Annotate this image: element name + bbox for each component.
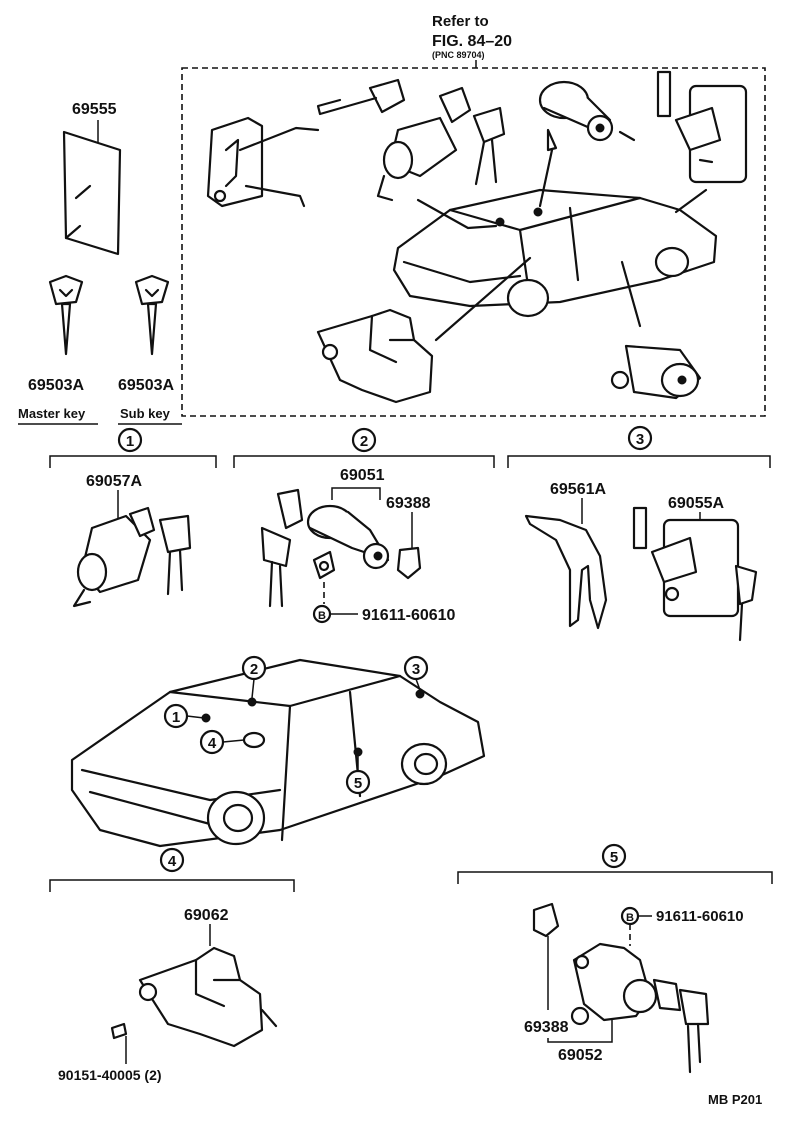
bolt-b-icon-group2: B [312,604,332,624]
bolt-b-icon-group5: B [620,906,640,926]
group-4-marker: 4 [159,847,185,873]
sub-key-label: Sub key [120,406,171,421]
group-4-bracket [49,879,295,892]
car-marker-2-leader [251,678,255,699]
glovebox-lock-group3-drawing [632,506,758,642]
group-5-part-69052: 69052 [558,1047,603,1064]
screw-icon-group4 [110,1022,128,1040]
car-marker-4-leader [222,739,245,743]
svg-text:4: 4 [208,735,217,752]
group-2-part-69051: 69051 [340,467,385,484]
refer-line2: FIG. 84–20 [432,33,512,50]
leader-trunk [434,256,532,342]
svg-text:5: 5 [610,849,618,866]
ignition-cylinder-group1-drawing [72,506,192,608]
footer-code: MB P201 [708,1092,762,1107]
leader-door-lower [620,260,642,328]
group-2-bracket-inner [331,487,381,500]
svg-text:1: 1 [126,433,134,450]
group-2-marker: 2 [351,427,377,453]
group-4-part-69062: 69062 [184,907,229,924]
car-drawing-upper [392,188,718,318]
door-cylinder-upper-drawing [538,80,636,152]
master-key-label: Master key [18,406,86,421]
group-5-part-91611: 91611-60610 [656,908,744,925]
group-5-bracket [457,871,773,884]
car-marker-1-leader [186,715,205,719]
car-marker-3-leader [415,678,421,691]
svg-text:2: 2 [250,661,258,678]
group-2-bracket [233,455,495,468]
svg-text:B: B [626,912,634,924]
svg-text:2: 2 [360,433,368,450]
door-cylinder-group2-drawing [306,504,422,580]
sub-key-part-label: 69503A [118,377,174,394]
group-3-bracket [507,455,771,468]
refer-line1: Refer to [432,13,489,30]
plate-part-label: 69555 [72,101,117,118]
trunk-lock-lower-drawing [316,308,434,404]
master-key-icon [48,274,84,356]
group-5-marker: 5 [601,843,627,869]
group-5-part-69388: 69388 [524,1019,569,1036]
group-1-bracket [49,455,217,468]
leader-ignition [416,198,498,230]
door-cylinder-group5-drawing [570,942,710,1074]
trunk-lock-group4-drawing [138,946,278,1048]
group-2-part-69388: 69388 [386,495,431,512]
group-2-part-91611: 91611-60610 [362,607,456,624]
svg-text:4: 4 [168,853,177,870]
master-key-part-label: 69503A [28,377,84,394]
ignition-cylinder-drawing [376,86,506,202]
clip-icon-group5 [532,902,560,938]
car-marker-4: 4 [199,729,225,755]
svg-text:1: 1 [172,709,180,726]
car-marker-5: 5 [345,769,371,795]
keys-group2-drawing [260,488,304,608]
svg-text:3: 3 [412,661,420,678]
car-marker-1: 1 [163,703,189,729]
reference-box [181,67,766,417]
leader-door [538,148,554,208]
group-4-part-90151: 90151-40005 (2) [58,1067,162,1083]
car-drawing-main [70,658,486,848]
lock-bracket-group3-drawing [524,514,608,630]
key-icon-upper [316,78,406,116]
trunk-lock-assembly-drawing [206,116,320,208]
door-cylinder-lower-drawing [610,344,702,400]
glovebox-lock-upper-drawing [656,70,748,184]
svg-text:5: 5 [354,775,362,792]
group-3-part-69561A: 69561A [550,481,606,498]
svg-text:3: 3 [636,431,644,448]
group-3-part-69055A: 69055A [668,495,724,512]
car-marker-2: 2 [241,655,267,681]
group-5-bracket-inner [547,1018,613,1043]
key-plate-drawing [62,130,122,256]
car-marker-3: 3 [403,655,429,681]
group-1-part-69057A: 69057A [86,473,142,490]
refer-line3: (PNC 89704) [432,50,485,60]
leader-glovebox [674,188,708,214]
sub-key-icon [134,274,170,356]
svg-text:B: B [318,610,326,622]
group-1-marker: 1 [117,427,143,453]
group-3-marker: 3 [627,425,653,451]
